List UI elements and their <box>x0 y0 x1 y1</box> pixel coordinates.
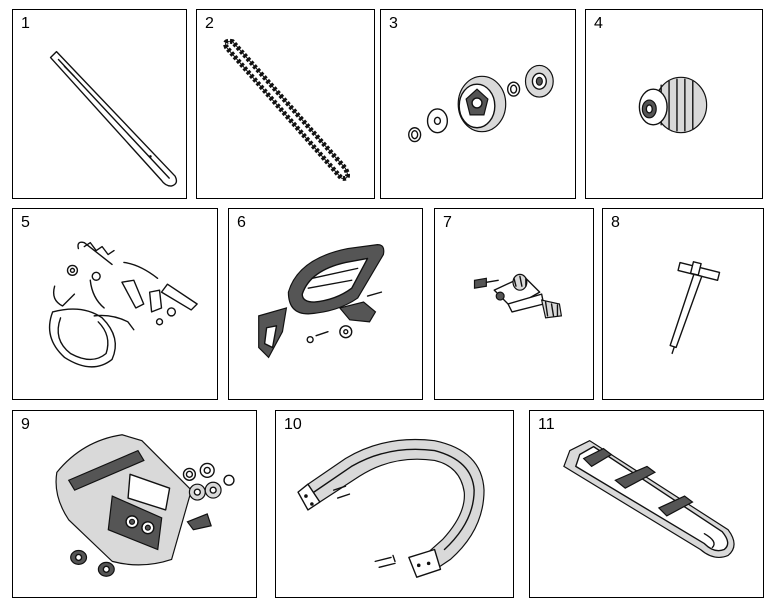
part-number: 9 <box>21 416 30 433</box>
part-number: 11 <box>538 416 555 433</box>
part-panel-1: 1 <box>12 9 187 199</box>
part-number: 5 <box>21 214 30 231</box>
part-number: 3 <box>389 15 398 32</box>
clutch-assembly-icon <box>638 76 708 134</box>
part-panel-6: 6 <box>228 208 423 400</box>
front-handle-icon <box>297 438 485 578</box>
part-panel-5: 5 <box>12 208 218 400</box>
part-number: 8 <box>611 214 620 231</box>
saw-chain-icon <box>223 38 350 181</box>
side-cover-icon <box>55 434 235 577</box>
part-number: 1 <box>21 15 30 32</box>
part-panel-8: 8 <box>602 208 764 400</box>
part-number: 4 <box>594 15 603 32</box>
part-number: 7 <box>443 214 452 231</box>
part-panel-10: 10 <box>275 410 514 598</box>
part-panel-4: 4 <box>585 9 763 199</box>
part-panel-7: 7 <box>434 208 594 400</box>
brake-band-kit-icon <box>48 241 198 368</box>
part-number: 2 <box>205 15 214 32</box>
scrench-tool-icon <box>669 261 721 355</box>
part-panel-2: 2 <box>196 9 375 199</box>
part-panel-9: 9 <box>12 410 257 598</box>
hand-guard-icon <box>258 244 385 359</box>
part-panel-11: 11 <box>529 410 764 598</box>
bar-cover-icon <box>563 439 735 558</box>
part-panel-3: 3 <box>380 9 576 199</box>
chain-tensioner-icon <box>473 273 563 319</box>
clutch-drum-icon <box>408 64 554 143</box>
guide-bar-icon <box>49 50 178 187</box>
part-number: 6 <box>237 214 246 231</box>
part-number: 10 <box>284 416 302 433</box>
